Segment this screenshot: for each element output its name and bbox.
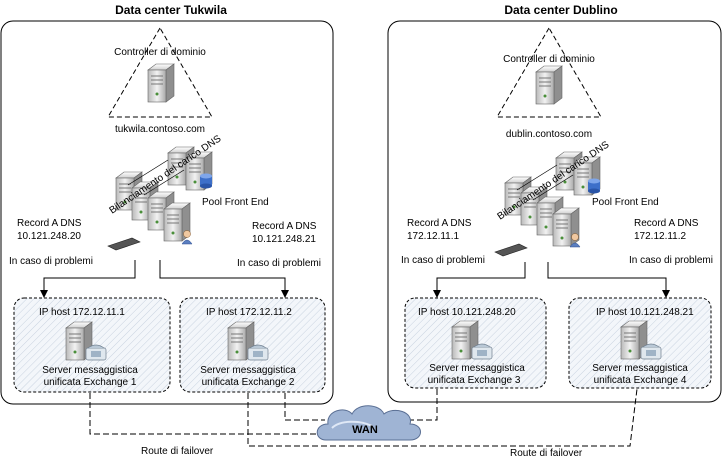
datacenter-tukwila-title: Data center Tukwila: [115, 3, 227, 17]
pool-front-end-tukwila: [107, 146, 213, 251]
failover-route-left-dublino: [410, 389, 438, 421]
domain-controller-dublino-server-icon: [535, 65, 563, 105]
exchange-server-4-name-line1: Server messaggistica: [592, 363, 688, 374]
connector-tukwila-right: [159, 260, 289, 298]
exchange-server-2-name-line2: unificata Exchange 2: [202, 377, 295, 388]
exchange-server-2-name-line1: Server messaggistica: [200, 365, 296, 376]
domain-tukwila: tukwila.contoso.com: [115, 124, 205, 135]
dns-record-dublino-left-note: In caso di problemi: [401, 255, 485, 266]
dns-record-dublino-right-line1: Record A DNS: [634, 218, 699, 229]
exchange-server-3-phone-icon: [471, 343, 493, 360]
domain-dublino: dublin.contoso.com: [506, 129, 592, 140]
exchange-server-4-ip: IP host 10.121.248.21: [596, 307, 694, 318]
dns-record-tukwila-right-note: In caso di problemi: [237, 258, 321, 269]
exchange-server-1-name-line2: unificata Exchange 1: [44, 377, 137, 388]
connector-dublino-left: [433, 262, 526, 298]
dns-record-dublino-left-line1: Record A DNS: [407, 218, 472, 229]
database-icon: [588, 178, 600, 194]
domain-controller-tukwila-server-icon: [147, 63, 175, 103]
pool-front-end-tukwila-label: Pool Front End: [202, 197, 269, 208]
failover-route-left-label: Route di failover: [141, 446, 214, 457]
pool-front-end-dublino: [494, 151, 601, 257]
exchange-server-1-name-line1: Server messaggistica: [42, 365, 138, 376]
dns-record-tukwila-right-ip: 10.121.248.21: [252, 234, 316, 245]
exchange-server-2-ip: IP host 172.12.11.2: [206, 307, 292, 318]
exchange-server-1-phone-icon: [85, 344, 107, 361]
load-balancer-icon: [107, 237, 141, 251]
dns-record-dublino-right-note: In caso di problemi: [629, 255, 713, 266]
datacenter-dublino-title: Data center Dublino: [504, 3, 617, 17]
database-icon: [200, 173, 212, 189]
exchange-server-3-ip: IP host 10.121.248.20: [418, 307, 516, 318]
domain-controller-tukwila-triangle: [107, 27, 213, 118]
failover-route-right: [247, 388, 638, 447]
dns-record-tukwila-right-line1: Record A DNS: [252, 221, 317, 232]
exchange-server-4-phone-icon: [640, 343, 662, 360]
failover-route-right-label: Route di failover: [510, 448, 583, 459]
exchange-server-4-name-line2: unificata Exchange 4: [594, 375, 687, 386]
dns-record-tukwila-left-line1: Record A DNS: [17, 218, 82, 229]
domain-controller-tukwila-label: Controller di dominio: [114, 47, 206, 58]
exchange-server-2-phone-icon: [247, 344, 269, 361]
connector-dublino-right: [547, 262, 670, 298]
dns-record-tukwila-left-ip: 10.121.248.20: [17, 231, 81, 242]
domain-controller-dublino-triangle: [496, 27, 602, 118]
dns-record-dublino-right-ip: 172.12.11.2: [634, 231, 687, 242]
failover-route-left: [89, 393, 350, 435]
connector-tukwila-left: [40, 260, 136, 298]
load-balancer-icon: [494, 243, 528, 257]
wan-cloud-icon: [316, 405, 421, 441]
dns-record-tukwila-left-note: In caso di problemi: [9, 256, 93, 267]
pool-front-end-dublino-label: Pool Front End: [592, 197, 659, 208]
exchange-server-1-ip: IP host 172.12.11.1: [39, 307, 125, 318]
dns-record-dublino-left-ip: 172.12.11.1: [407, 231, 460, 242]
failover-route-right-tukwila: [284, 393, 325, 421]
exchange-server-3-name-line1: Server messaggistica: [429, 363, 525, 374]
domain-controller-dublino-label: Controller di dominio: [503, 54, 595, 65]
wan-label: WAN: [352, 424, 378, 436]
exchange-server-3-name-line2: unificata Exchange 3: [428, 375, 521, 386]
